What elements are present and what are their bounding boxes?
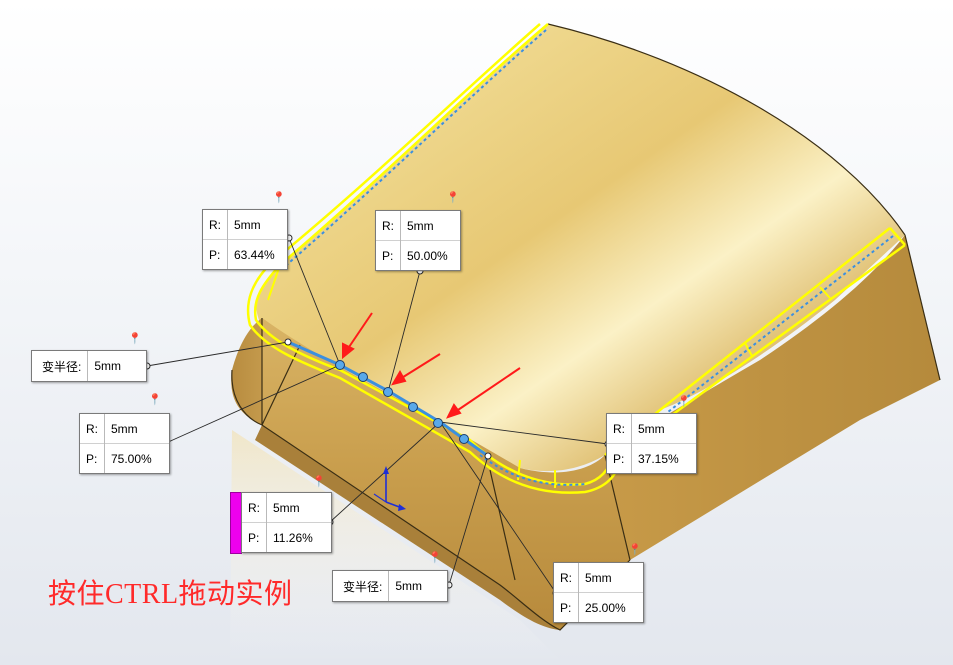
p-label: P:	[203, 239, 228, 269]
r-value[interactable]: 5mm	[234, 217, 261, 232]
r-value[interactable]: 5mm	[111, 421, 138, 436]
pushpin-icon[interactable]: 📍	[128, 333, 142, 345]
pushpin-icon[interactable]: 📍	[272, 192, 286, 204]
pushpin-icon[interactable]: 📍	[148, 394, 162, 406]
p-label: P:	[376, 240, 401, 270]
p-label: P:	[554, 592, 579, 622]
radius-callout-active[interactable]: R: 5mm P:11.26%	[241, 492, 332, 553]
r-label: R:	[80, 414, 105, 444]
control-point	[408, 402, 418, 412]
p-value[interactable]: 25.00%	[578, 592, 643, 622]
radius-callout[interactable]: R: 5mm P:63.44%	[202, 209, 288, 270]
control-point	[383, 387, 393, 397]
instruction-text: 按住CTRL拖动实例	[48, 579, 293, 610]
pushpin-icon[interactable]: 📍	[446, 192, 460, 204]
r-label: R:	[554, 563, 579, 593]
variable-radius-label: 变半径:	[32, 351, 89, 381]
control-point	[459, 434, 469, 444]
part-front-face	[262, 318, 630, 630]
pushpin-icon[interactable]: 📍	[677, 396, 691, 408]
r-label: R:	[203, 210, 228, 240]
pushpin-icon[interactable]: 📍	[428, 552, 442, 564]
part-front-bottom	[255, 425, 560, 630]
p-value[interactable]: 63.44%	[227, 239, 287, 269]
floor-reflection	[230, 430, 560, 665]
radius-callout[interactable]: R: 5mm P:50.00%	[375, 210, 461, 271]
red-arrow	[346, 312, 373, 351]
red-arrow	[454, 367, 521, 413]
r-value[interactable]: 5mm	[638, 421, 665, 436]
control-point	[358, 372, 368, 382]
r-label: R:	[242, 493, 267, 523]
radius-callout[interactable]: R: 5mm P:25.00%	[553, 562, 644, 623]
part-right-face	[605, 235, 940, 560]
pushpin-icon[interactable]: 📍	[628, 544, 642, 556]
variable-radius-callout[interactable]: 变半径: 5mm	[31, 350, 148, 382]
triad-icon	[373, 466, 406, 511]
red-arrow	[399, 353, 441, 380]
p-label: P:	[607, 443, 632, 473]
edge-dotted-front	[479, 454, 586, 486]
r-value[interactable]: 5mm	[407, 218, 434, 233]
radius-callout[interactable]: R: 5mm P:75.00%	[79, 413, 170, 474]
r-value[interactable]: 5mm	[585, 570, 612, 585]
control-point	[335, 360, 345, 370]
r-label: R:	[607, 414, 632, 444]
p-value[interactable]: 37.15%	[631, 443, 696, 473]
variable-radius-callout[interactable]: 变半径: 5mm	[332, 570, 449, 602]
part-top-face	[256, 24, 905, 472]
p-value[interactable]: 50.00%	[400, 240, 460, 270]
variable-radius-value[interactable]: 5mm	[94, 359, 122, 373]
radius-callout[interactable]: R: 5mm P:37.15%	[606, 413, 697, 474]
r-label: R:	[376, 211, 401, 241]
control-point	[433, 418, 443, 428]
p-value[interactable]: 75.00%	[104, 443, 169, 473]
pushpin-icon[interactable]: 📍	[312, 476, 326, 488]
variable-radius-label: 变半径:	[333, 571, 390, 601]
variable-radius-value[interactable]: 5mm	[395, 579, 423, 593]
r-value[interactable]: 5mm	[273, 500, 300, 515]
p-label: P:	[80, 443, 105, 473]
p-value[interactable]: 11.26%	[266, 522, 331, 552]
p-label: P:	[242, 522, 267, 552]
